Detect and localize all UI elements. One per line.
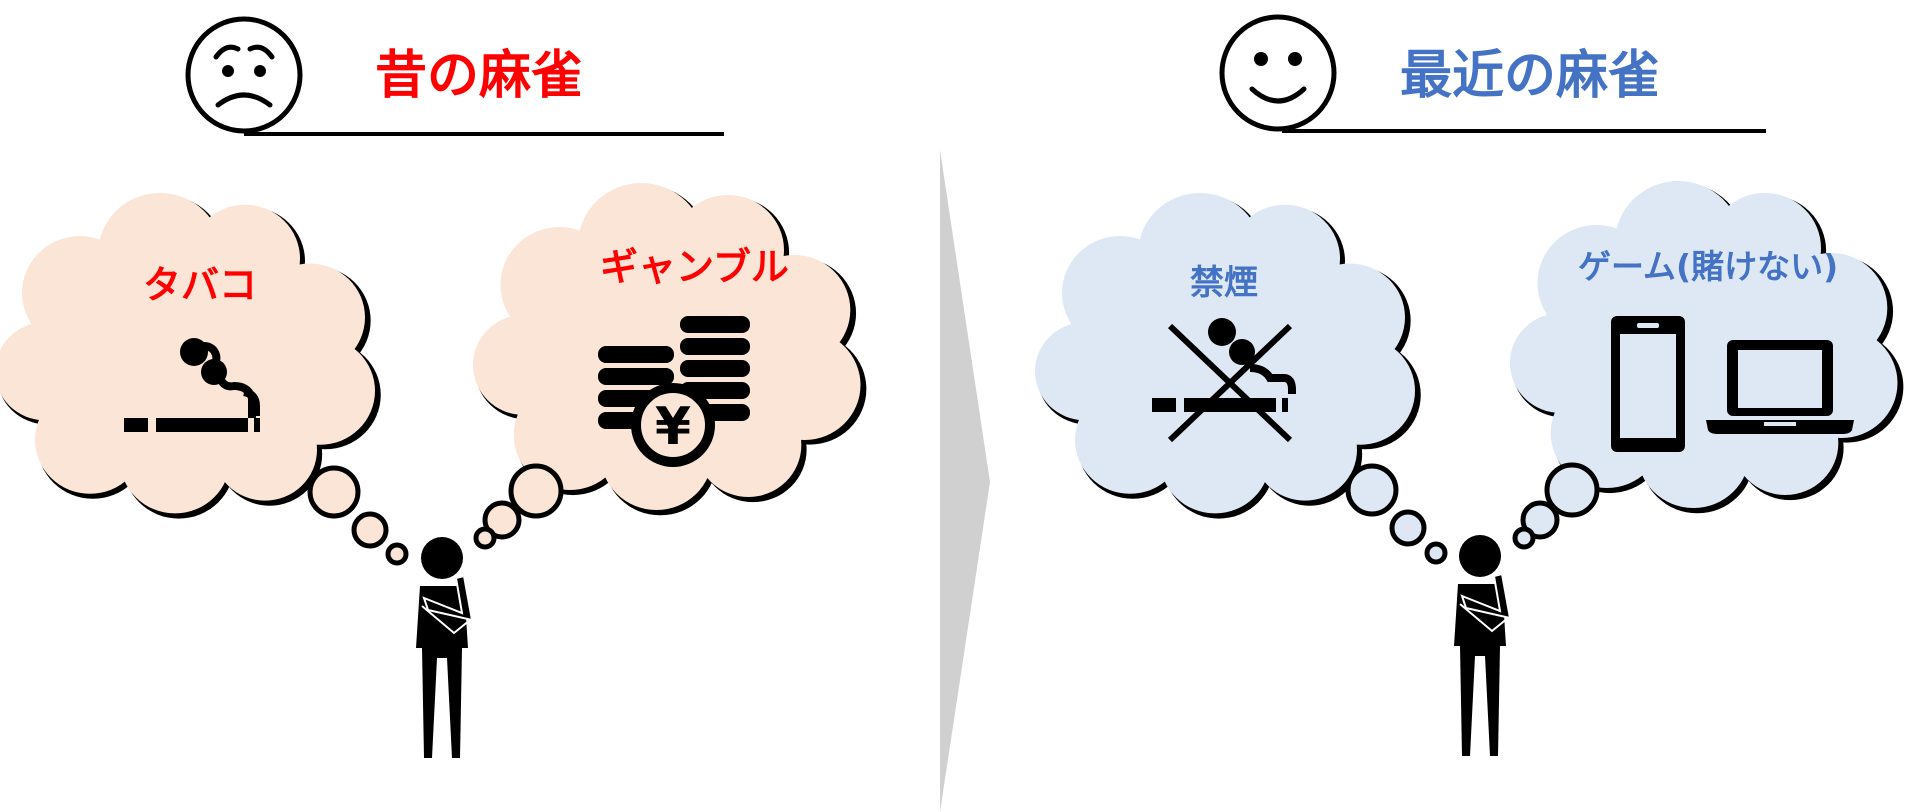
thought-label-game: ゲーム(賭けない) [1578, 247, 1838, 286]
thought-bubbles-right [1345, 462, 1600, 565]
thought-label-gambling: ギャンブル [600, 245, 789, 289]
thinking-person-left [415, 536, 473, 759]
smartphone-laptop-icon [1611, 316, 1854, 452]
thought-label-no-smoking: 禁煙 [1190, 263, 1258, 303]
divider-arrow [940, 150, 990, 812]
right-panel: 最近の麻雀 禁煙 ゲーム(賭けない) [1035, 14, 1904, 757]
smiling-face-icon [1219, 14, 1337, 132]
right-title: 最近の麻雀 [1400, 46, 1660, 106]
money-coins-icon: ¥ [598, 316, 750, 467]
left-title: 昔の麻雀 [375, 46, 583, 106]
left-panel: 昔の麻雀 タバコ ギャンブル [0, 16, 867, 759]
thinking-person-right [1453, 534, 1511, 757]
thought-label-tobacco: タバコ [143, 263, 257, 307]
worried-face-icon [185, 16, 303, 134]
svg-text:¥: ¥ [655, 397, 691, 457]
thought-bubbles-left [307, 463, 564, 566]
no-smoking-icon [1152, 318, 1296, 443]
cigarette-icon [124, 338, 260, 432]
